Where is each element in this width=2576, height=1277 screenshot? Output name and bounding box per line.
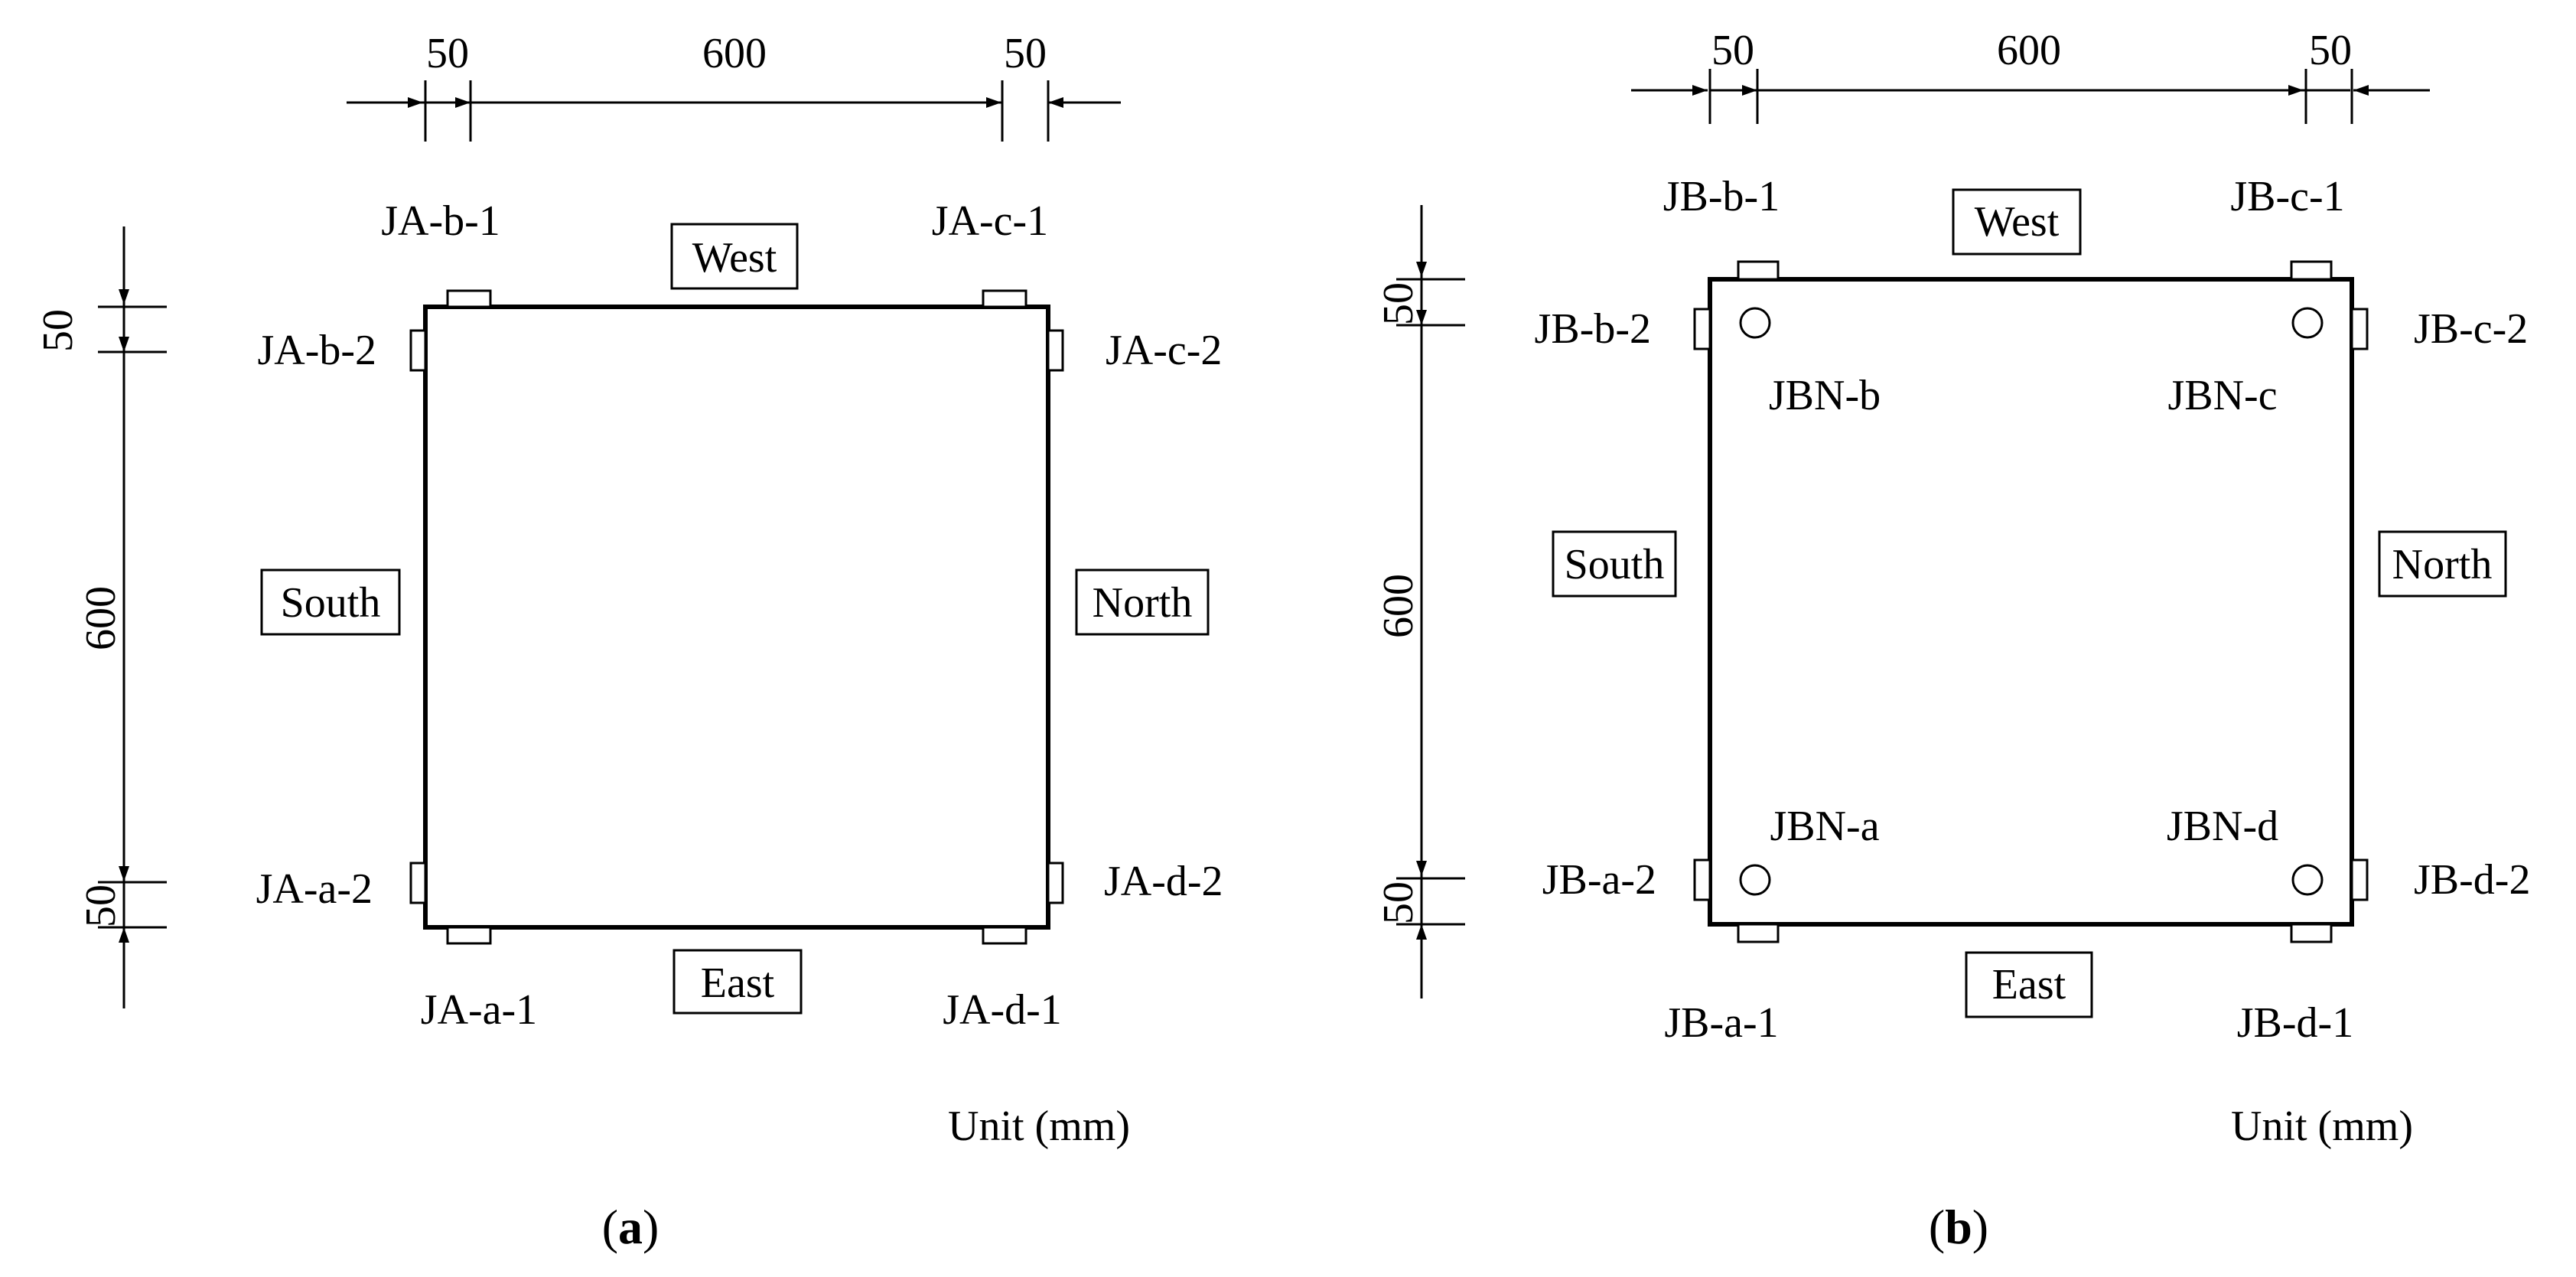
inner-gauge-d (2291, 864, 2324, 896)
gauge-a-a1 (446, 926, 492, 945)
direction-north-b: North (2392, 541, 2493, 588)
dim-top-mid-a: 600 (702, 30, 767, 77)
label-b-d1: JB-d-1 (2237, 999, 2353, 1047)
direction-box-west-b (1952, 188, 2082, 256)
label-b-c1: JB-c-1 (2230, 173, 2344, 220)
label-a-b2: JA-b-2 (257, 327, 376, 374)
direction-north-a: North (1093, 579, 1193, 627)
direction-east-a: East (701, 959, 775, 1007)
label-b-a2: JB-a-2 (1542, 856, 1656, 904)
gauge-a-c1 (982, 289, 1027, 308)
gauge-b-d1 (2290, 923, 2333, 943)
dim-top-right-a: 50 (1004, 30, 1047, 77)
label-inner-d: JBN-d (2167, 803, 2278, 850)
side-dimension-a: 50 600 50 (34, 226, 167, 1008)
dim-side-top-b: 50 (1375, 282, 1422, 325)
direction-west-b: West (1975, 198, 2060, 246)
top-dimension-a: 50 600 50 (347, 30, 1121, 142)
unit-label-b: Unit (mm) (2231, 1103, 2413, 1150)
gauge-b-b1 (1737, 260, 1780, 281)
direction-box-north-b (2378, 530, 2507, 598)
top-dimension-b: 50 600 50 (1631, 27, 2430, 124)
gauge-a-a2 (409, 862, 427, 904)
gauge-a-b1 (446, 289, 492, 308)
slab-a (423, 305, 1050, 930)
label-a-c2: JA-c-2 (1106, 327, 1222, 374)
label-b-b2: JB-b-2 (1535, 305, 1651, 353)
label-b-a1: JB-a-1 (1664, 999, 1778, 1047)
gauge-b-a1 (1737, 923, 1780, 943)
direction-east-b: East (1992, 961, 2066, 1008)
side-dimension-b: 50 600 50 (1375, 205, 1465, 998)
inner-gauge-c (2291, 307, 2324, 339)
direction-south-a: South (281, 579, 381, 627)
panel-b: 50 600 50 50 600 50 (1375, 27, 2530, 1254)
label-a-c1: JA-c-1 (932, 197, 1048, 245)
label-inner-c: JBN-c (2167, 372, 2277, 419)
dim-side-mid-b: 600 (1375, 574, 1422, 638)
label-a-a2: JA-a-2 (256, 865, 373, 913)
dim-side-bot-b: 50 (1375, 881, 1422, 924)
gauge-b-c1 (2290, 260, 2333, 281)
direction-box-south-b (1552, 530, 1677, 598)
dim-top-left-b: 50 (1711, 27, 1754, 74)
gauge-a-d2 (1047, 862, 1064, 904)
slab-b (1708, 277, 2354, 927)
gauge-a-d1 (982, 926, 1027, 945)
direction-box-east-a (672, 949, 803, 1015)
label-b-d2: JB-d-2 (2414, 856, 2530, 904)
caption-b: (b) (1929, 1200, 1988, 1254)
gauge-b-d2 (2350, 858, 2369, 901)
direction-box-north-a (1075, 568, 1210, 636)
dim-side-top-a: 50 (34, 309, 82, 352)
label-inner-b: JBN-b (1769, 372, 1881, 419)
dim-side-bot-a: 50 (77, 884, 125, 927)
gauge-a-c2 (1047, 329, 1064, 372)
gauge-a-b2 (409, 329, 427, 372)
label-b-b1: JB-b-1 (1663, 173, 1780, 220)
dim-top-right-b: 50 (2309, 27, 2352, 74)
dim-top-left-a: 50 (426, 30, 469, 77)
direction-box-east-b (1965, 951, 2093, 1018)
dim-side-mid-a: 600 (77, 586, 125, 650)
inner-gauge-b (1739, 307, 1771, 339)
label-a-a1: JA-a-1 (421, 986, 537, 1034)
gauge-b-b2 (1693, 308, 1711, 350)
inner-gauge-a (1739, 864, 1771, 896)
label-a-b1: JA-b-1 (381, 197, 500, 245)
panel-a: 50 600 50 50 600 50 JA-b-1 (34, 30, 1223, 1254)
unit-label-a: Unit (mm) (948, 1103, 1130, 1150)
dim-top-mid-b: 600 (1997, 27, 2061, 74)
caption-a: (a) (602, 1200, 659, 1254)
direction-west-a: West (692, 234, 777, 282)
gauge-b-c2 (2350, 308, 2369, 350)
label-b-c2: JB-c-2 (2414, 305, 2528, 353)
label-a-d1: JA-d-1 (943, 986, 1062, 1034)
gauge-b-a2 (1693, 858, 1711, 901)
direction-box-west-a (670, 223, 799, 290)
direction-south-b: South (1565, 541, 1665, 588)
label-a-d2: JA-d-2 (1104, 858, 1223, 905)
label-inner-a: JBN-a (1770, 803, 1879, 850)
direction-box-south-a (260, 568, 401, 636)
